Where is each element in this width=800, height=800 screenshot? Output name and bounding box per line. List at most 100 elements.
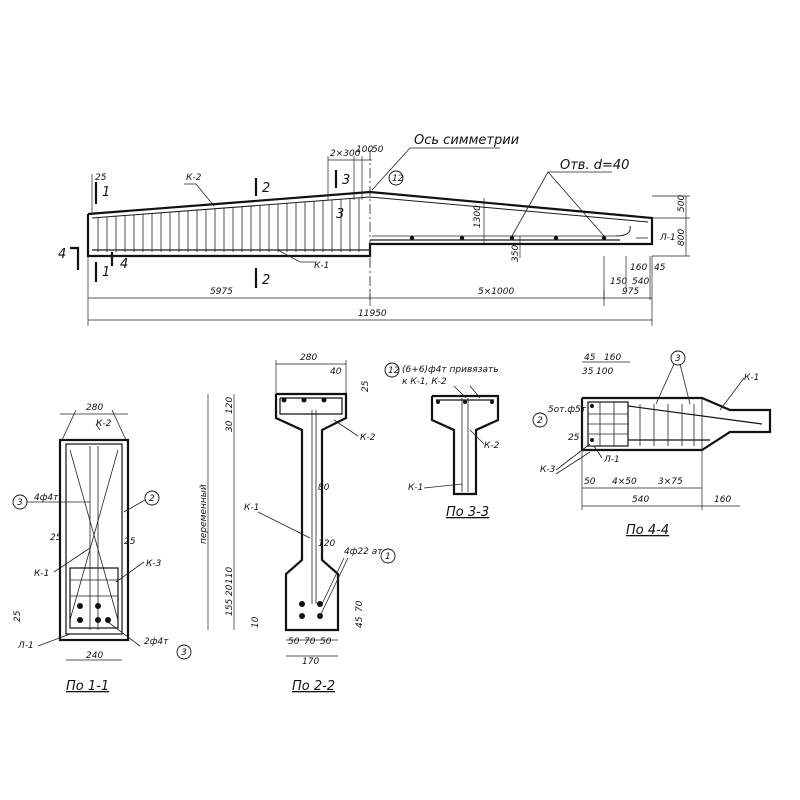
- k2-leader: [333, 419, 359, 437]
- rebar: [321, 397, 327, 403]
- m3-leader: [655, 363, 675, 405]
- rebar: [490, 400, 494, 404]
- rebar: [301, 397, 307, 403]
- sec22-d40: 40: [330, 367, 342, 377]
- m2-leader: [123, 499, 146, 513]
- top-dim: 2×300: [330, 149, 361, 159]
- left-dim: 25: [95, 173, 107, 183]
- mark3-circle: [670, 350, 686, 366]
- sec22-d25: 25: [361, 380, 371, 392]
- sec22-top-frame: [279, 397, 343, 415]
- sec11-k2: К-2: [96, 419, 112, 429]
- l1-label: Л-1: [659, 233, 676, 243]
- sec11-title: По 1-1: [66, 679, 109, 694]
- d11950: 11950: [358, 309, 387, 319]
- h800: 800: [677, 229, 687, 246]
- sec33-outline: [430, 394, 500, 496]
- rebar: [317, 601, 323, 607]
- sec2-mark-b: 2: [262, 273, 270, 288]
- h350: 350: [511, 245, 521, 262]
- sec22-w280: 280: [300, 353, 317, 363]
- mark2-circle: [532, 412, 548, 428]
- k1-leader: [53, 547, 91, 573]
- note-leader: [453, 385, 467, 399]
- sec44-d35: 35: [582, 367, 594, 377]
- section-cut-4-left: [70, 246, 80, 270]
- sec44-m2: 2: [537, 416, 543, 426]
- sec44-d160a: 160: [604, 353, 621, 363]
- k1-label: К-1: [314, 261, 329, 271]
- sec1-mark-b: 1: [102, 265, 110, 280]
- mark12-circle: [388, 170, 404, 186]
- sec11-l1: Л-1: [17, 641, 34, 651]
- section-3-3: 12 (6+6)ф4т привязать к К-1, К-2 К-2 К-1…: [384, 362, 500, 520]
- sec11-bar: [69, 449, 119, 621]
- sec22-d30: 30: [225, 420, 235, 432]
- mark3b-circle: [176, 644, 192, 660]
- beam-elevation: Отв. d=40 Ось симметрии 2×300 100 50 1 1…: [58, 133, 690, 326]
- rebar: [590, 438, 594, 442]
- sec44-k3: К-3: [540, 465, 556, 475]
- sec11-k3: К-3: [146, 559, 162, 569]
- sec3-mark: 3: [342, 173, 350, 188]
- k1-leader: [423, 483, 463, 489]
- sec22-m1: 1: [385, 552, 391, 562]
- sec33-k2: К-2: [484, 441, 500, 451]
- d5975: 5975: [210, 287, 233, 297]
- rebar: [77, 603, 83, 609]
- top-dim-b: 100: [356, 145, 373, 155]
- sec44-d3x75: 3×75: [658, 477, 683, 487]
- sec22-d110: 110: [225, 567, 235, 584]
- hole-leader: [547, 171, 605, 237]
- sec44-l1: Л-1: [603, 455, 620, 465]
- sec22-d80: 80: [318, 483, 330, 493]
- hole-label: Отв. d=40: [560, 158, 629, 173]
- sec44-d160b: 160: [714, 495, 731, 505]
- sec22-k1: К-1: [244, 503, 259, 513]
- sec22-outline: [274, 392, 348, 632]
- sec11-frame: [65, 443, 123, 635]
- sec22-d120a: 120: [225, 397, 235, 414]
- hole-mark: [601, 235, 607, 241]
- bars-bot-leader: [107, 621, 141, 647]
- note-leader: [469, 385, 481, 399]
- sec22-var: переменный: [199, 484, 209, 544]
- sec11-diag: [61, 409, 77, 441]
- sec33-title: По 3-3: [446, 505, 489, 520]
- k2-label: К-2: [186, 173, 202, 183]
- k1-leader: [719, 377, 745, 411]
- sec22-d120b: 120: [318, 539, 335, 549]
- sec22-w50a: 50: [288, 637, 300, 647]
- d5x1000: 5×1000: [478, 287, 514, 297]
- k1-leader: [257, 511, 311, 539]
- mark2-circle: [144, 490, 160, 506]
- rebar: [299, 613, 305, 619]
- axis-label: Ось симметрии: [414, 133, 519, 148]
- d45: 45: [654, 263, 666, 273]
- sec11-bars-bot: 2ф4т: [144, 637, 169, 647]
- k2-leader: [469, 429, 485, 445]
- sec22-w70: 70: [304, 637, 316, 647]
- sec22-d45: 45: [355, 616, 365, 628]
- sec11-diag: [111, 409, 127, 441]
- h1300: 1300: [473, 205, 483, 228]
- sec33-note: (6+6)ф4т привязать: [402, 365, 499, 375]
- sec11-d25c: 25: [13, 610, 23, 622]
- sec22-bars: 4ф22 ат.: [344, 547, 385, 557]
- section-4-4: 45 160 35 100 К-1 3 2 5от.ф5т 25 Л-1 К-3…: [532, 350, 772, 538]
- sec22-d10: 10: [251, 616, 261, 628]
- d160: 160: [630, 263, 647, 273]
- mark1-circle: [380, 548, 396, 564]
- sec4-mark: 4: [58, 247, 66, 262]
- rebar: [463, 400, 467, 404]
- top-chord-line: [91, 196, 649, 223]
- sec11-outline: [58, 438, 130, 642]
- hole-mark: [459, 235, 465, 241]
- sec4-mark-b: 4: [120, 257, 128, 272]
- k2-leader: [184, 183, 215, 207]
- sec33-m12: 12: [388, 366, 400, 376]
- sec11-cage: [69, 567, 119, 629]
- mark12: 12: [392, 174, 404, 184]
- l1-leader: [37, 633, 71, 647]
